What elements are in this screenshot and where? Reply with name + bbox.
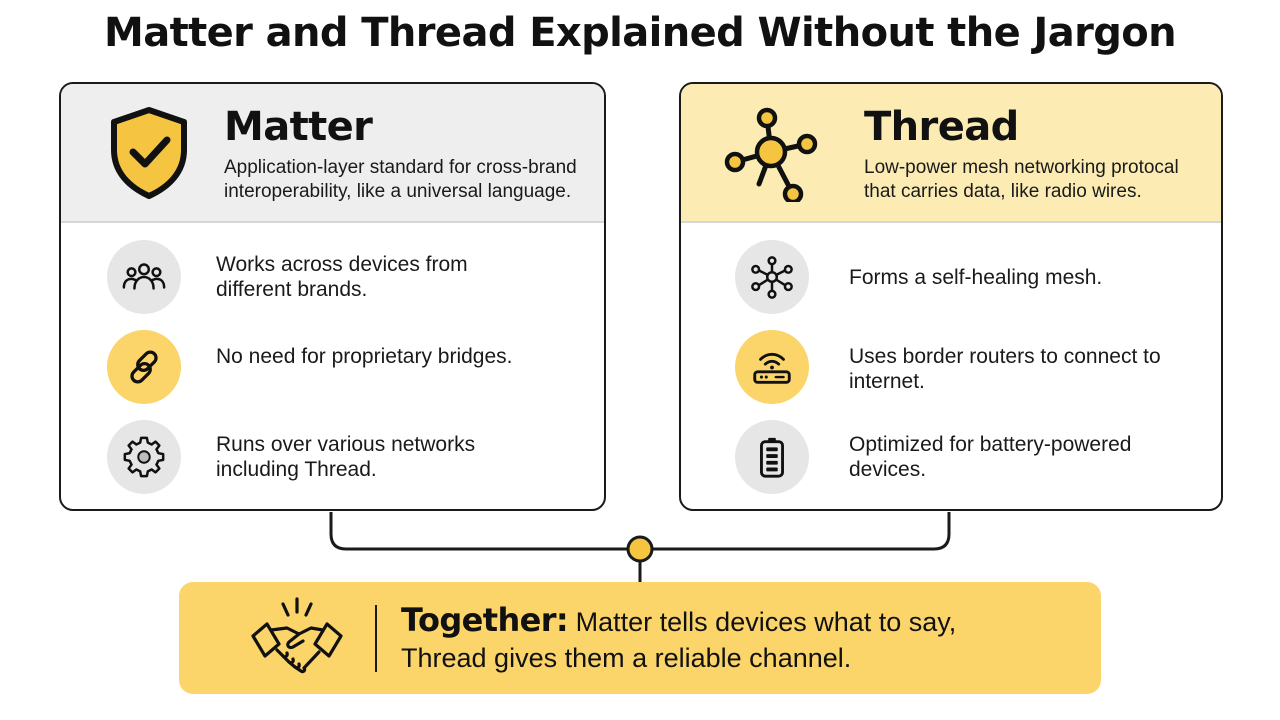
- matter-card: Matter Application-layer standard for cr…: [59, 82, 606, 511]
- together-text: Together: Matter tells devices what to s…: [401, 602, 1081, 676]
- matter-item-text: No need for proprietary bridges.: [216, 345, 513, 368]
- matter-title: Matter: [224, 104, 373, 150]
- thread-card: Thread Low-power mesh networking protoca…: [679, 82, 1223, 511]
- thread-description: Low-power mesh networking protocal that …: [864, 157, 1179, 202]
- connector-node: [626, 535, 654, 563]
- matter-item-icon-circle: [107, 330, 181, 404]
- thread-item: Uses border routers to connect to intern…: [681, 330, 1221, 410]
- matter-item-icon-circle: [107, 240, 181, 314]
- matter-item-icon-circle: [107, 420, 181, 494]
- thread-item-icon-circle: [735, 330, 809, 404]
- together-banner: Together: Matter tells devices what to s…: [179, 582, 1101, 694]
- router-icon: [753, 352, 791, 384]
- thread-card-header: Thread Low-power mesh networking protoca…: [681, 84, 1221, 223]
- matter-item-text: Works across devices from different bran…: [216, 253, 468, 301]
- banner-divider: [375, 605, 377, 672]
- thread-title: Thread: [864, 104, 1019, 150]
- thread-item: Optimized for battery-powered devices.: [681, 420, 1221, 500]
- matter-item: No need for proprietary bridges.: [61, 330, 604, 410]
- mesh-network-icon: [751, 256, 793, 299]
- thread-item-icon-circle: [735, 240, 809, 314]
- thread-item-text: Forms a self-healing mesh.: [849, 266, 1103, 289]
- gear-icon: [123, 436, 165, 478]
- matter-item: Works across devices from different bran…: [61, 240, 604, 320]
- thread-item-icon-circle: [735, 420, 809, 494]
- mesh-network-icon: [724, 107, 818, 202]
- thread-item-text: Optimized for battery-powered devices.: [849, 433, 1132, 481]
- link-icon: [130, 350, 158, 384]
- shield-check-icon: [111, 107, 187, 199]
- handshake-icon: [251, 597, 343, 674]
- matter-description: Application-layer standard for cross-bra…: [224, 157, 577, 202]
- matter-item-text: Runs over various networks including Thr…: [216, 433, 476, 481]
- matter-card-header: Matter Application-layer standard for cr…: [61, 84, 604, 223]
- battery-icon: [760, 437, 784, 478]
- users-icon: [122, 263, 166, 290]
- thread-item-text: Uses border routers to connect to intern…: [849, 345, 1161, 393]
- together-label: Together:: [401, 601, 569, 639]
- matter-item: Runs over various networks including Thr…: [61, 420, 604, 500]
- thread-item: Forms a self-healing mesh.: [681, 240, 1221, 320]
- page-title: Matter and Thread Explained Without the …: [103, 10, 1177, 56]
- together-line-2: Thread gives them a reliable channel.: [401, 643, 852, 673]
- together-line-1: Matter tells devices what to say,: [568, 607, 957, 637]
